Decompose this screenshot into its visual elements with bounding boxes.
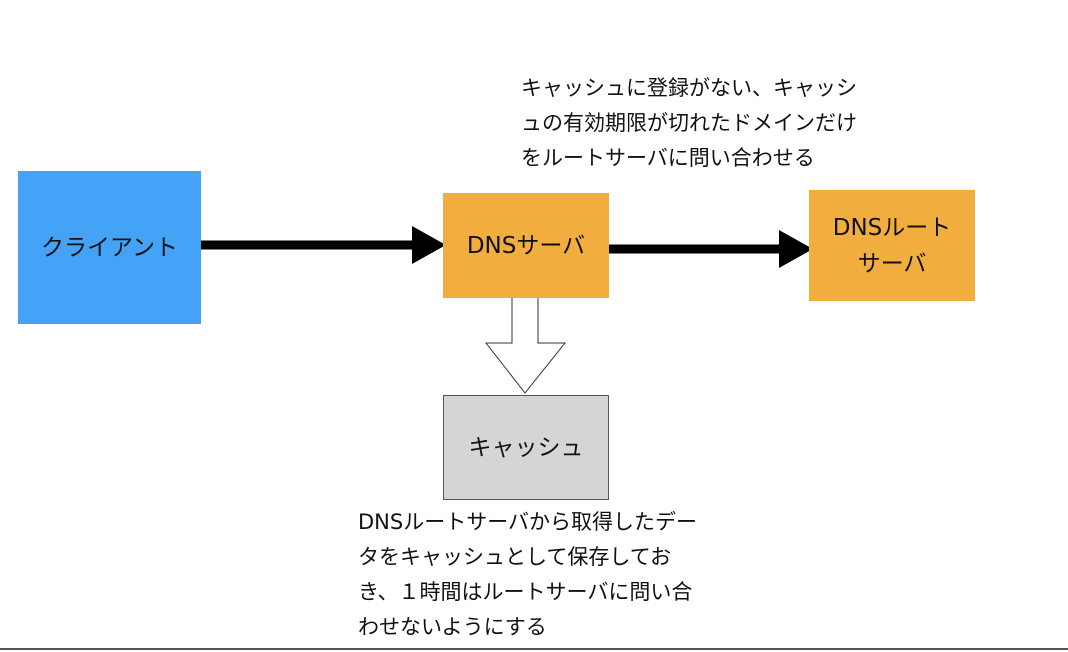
footer-divider bbox=[0, 648, 1068, 650]
note-line: わせないようにする bbox=[358, 615, 547, 639]
cache-label: キャッシュ bbox=[468, 434, 584, 461]
client-label: クライアント bbox=[40, 234, 179, 261]
dns-to-root-arrow-head bbox=[779, 230, 813, 268]
dns-root-server-label-line: サーバ bbox=[857, 250, 927, 277]
note-line: キャッシュに登録がない、キャッシ bbox=[521, 76, 857, 100]
dns-to-cache-hollow-arrow bbox=[484, 296, 567, 394]
cache-node: キャッシュ bbox=[443, 395, 609, 500]
dns-server-label: DNSサーバ bbox=[466, 232, 586, 259]
client-to-dns-arrow bbox=[190, 226, 446, 264]
note-line: タをキャッシュとして保存してお bbox=[358, 545, 672, 569]
note-line: をルートサーバに問い合わせる bbox=[521, 146, 815, 170]
note-line: DNSルートサーバから取得したデー bbox=[358, 510, 697, 534]
dns-root-server-label: DNSルート サーバ bbox=[833, 210, 952, 282]
dns-server-node: DNSサーバ bbox=[443, 193, 609, 298]
dns-root-server-node: DNSルート サーバ bbox=[809, 190, 975, 301]
note-line: き、１時間はルートサーバに問い合 bbox=[358, 580, 693, 604]
note-line: ュの有効期限が切れたドメインだけ bbox=[521, 111, 857, 135]
root-query-note: キャッシュに登録がない、キャッシ ュの有効期限が切れたドメインだけ をルートサー… bbox=[521, 71, 857, 176]
client-node: クライアント bbox=[18, 171, 201, 324]
client-to-dns-arrow-head bbox=[412, 226, 446, 264]
cache-note: DNSルートサーバから取得したデー タをキャッシュとして保存してお き、１時間は… bbox=[358, 505, 697, 645]
dns-root-server-label-line: DNSルート bbox=[832, 214, 952, 241]
dns-to-root-arrow bbox=[608, 230, 813, 268]
